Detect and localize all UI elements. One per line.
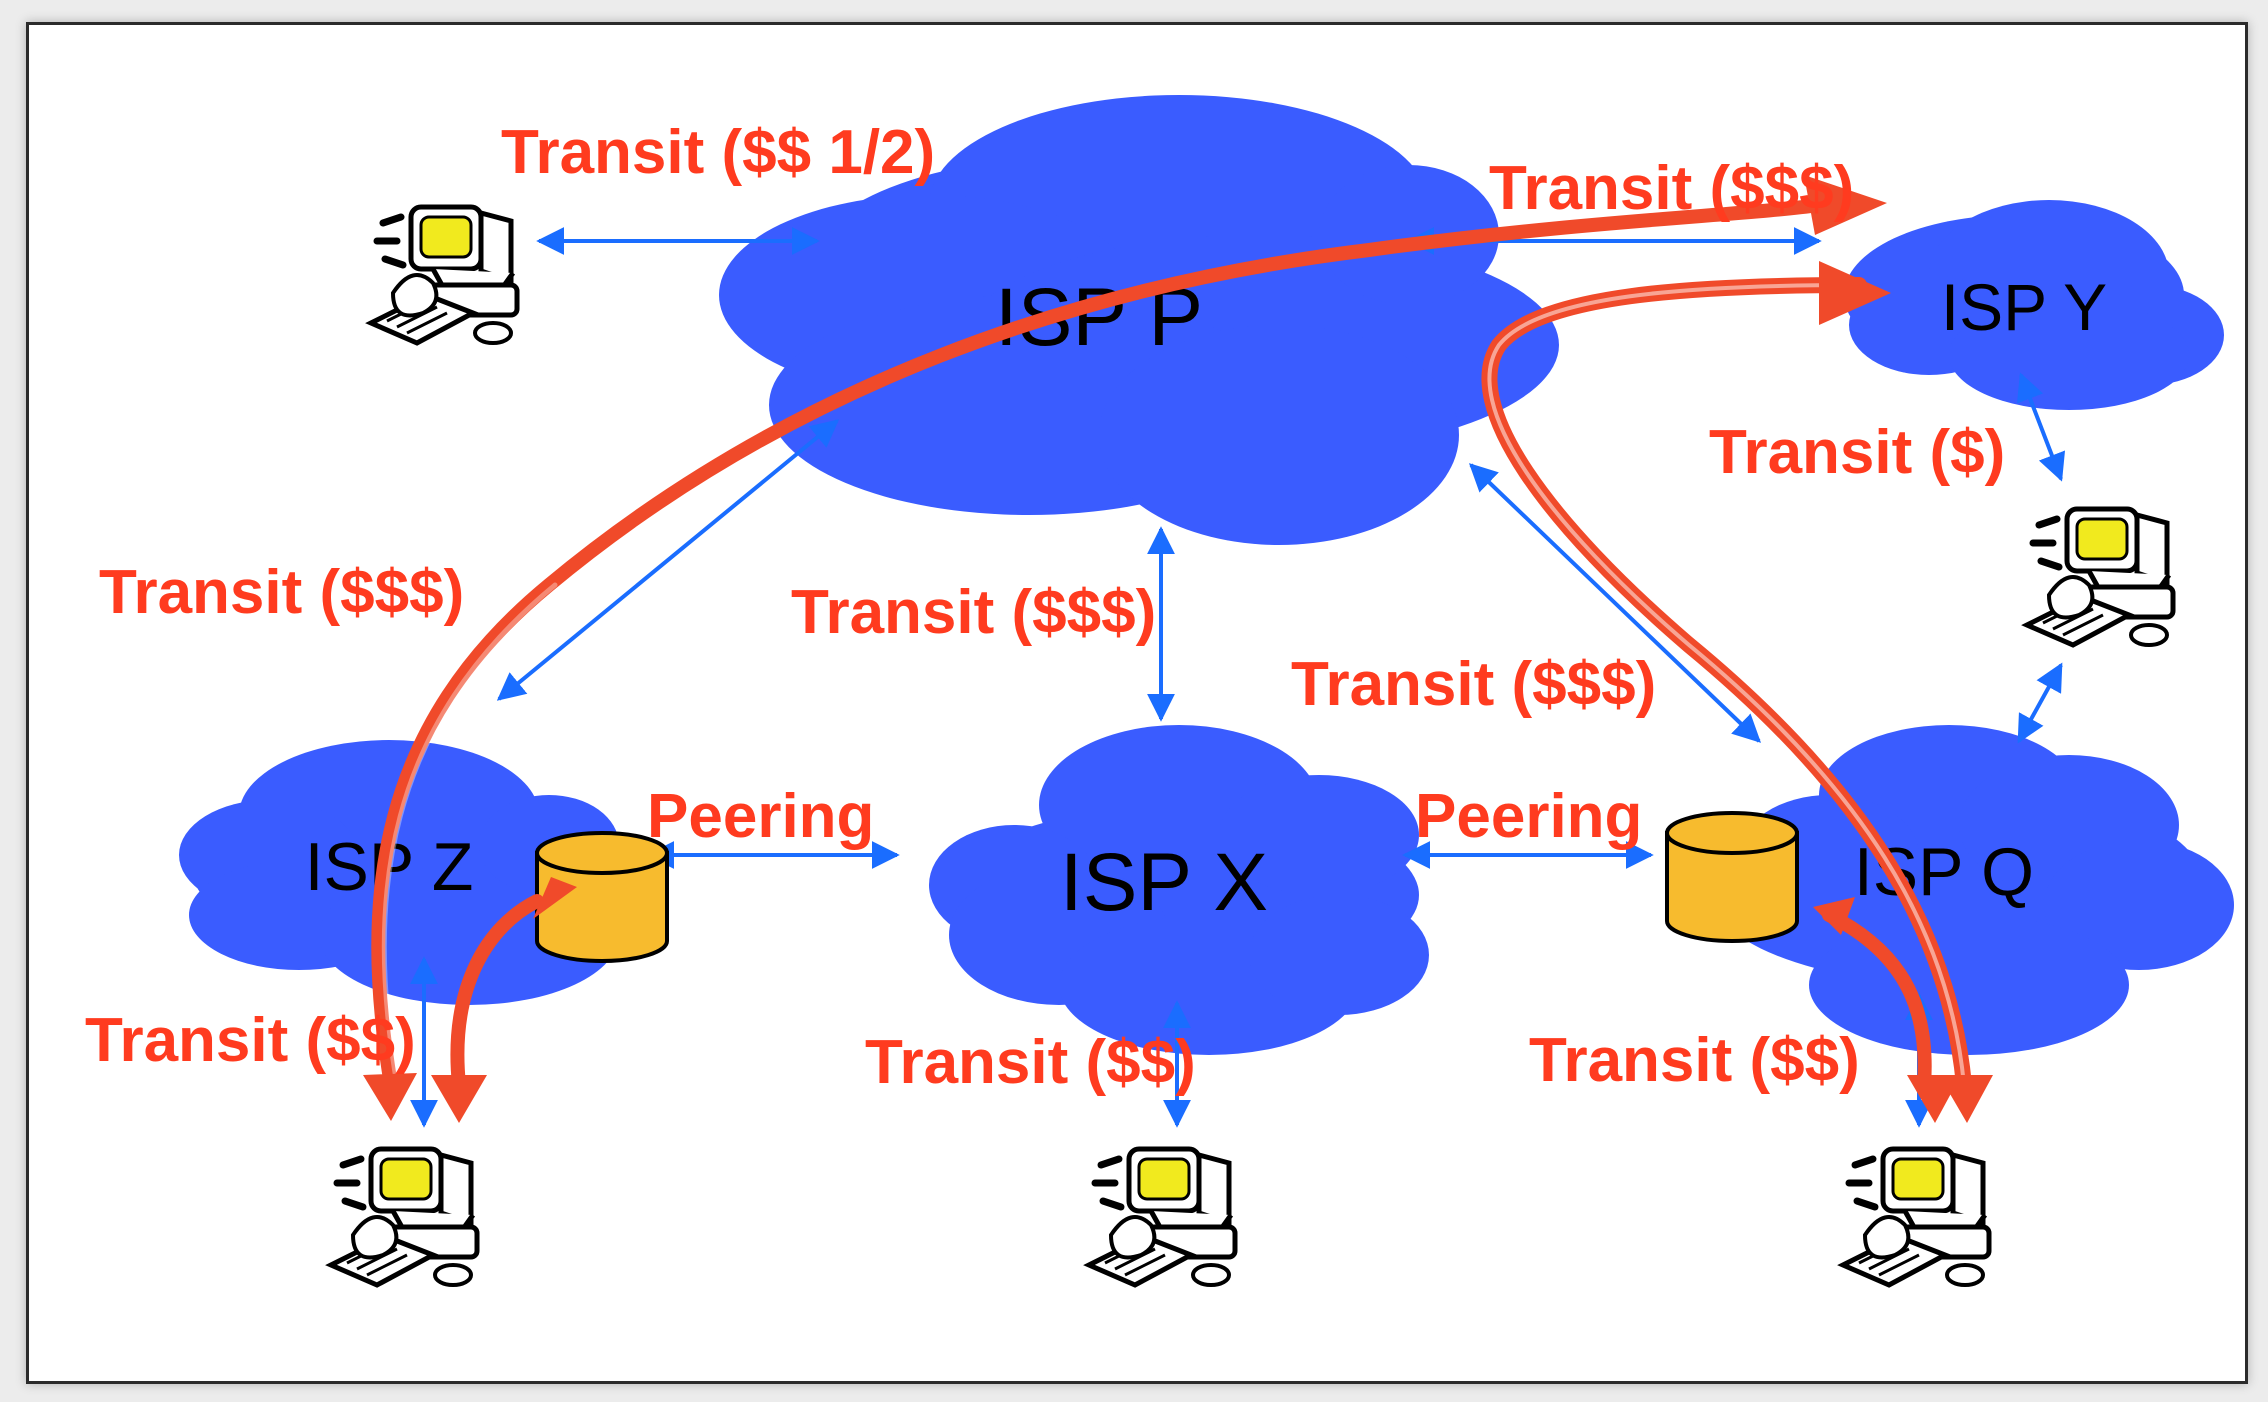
label-x-user: Transit ($$) [865,1028,1196,1097]
user-computer-icon-q [1843,1149,1989,1285]
user-computer-icon-right [2027,509,2173,645]
user-computer-icon-z [331,1149,477,1285]
label-p-y: Transit ($$$) [1489,154,1854,223]
label-q-user: Transit ($$) [1529,1026,1860,1095]
flow-cache-q [1822,908,1932,1092]
isp-x-cloud [929,725,1429,1055]
flow-cache-z [450,894,544,1092]
user-computer-icon-top-left [371,207,517,343]
isp-topology-diagram: ISP P ISP Y ISP Z ISP X ISP Q [85,95,2234,1381]
label-z-user: Transit ($$) [85,1006,416,1075]
cache-q-icon [1665,811,1799,943]
isp-x-label: ISP X [1060,837,1268,928]
link-z-p [496,419,840,701]
flow-z-to-y [371,198,1826,1092]
label-user1-p: Transit ($$ 1/2) [501,118,935,187]
traffic-arrowheads [363,175,1993,1123]
isp-y-label: ISP Y [1941,270,2107,344]
isp-y-cloud [1844,200,2224,410]
label-x-p: Transit ($$$) [791,578,1156,647]
label-x-q: Peering [1415,782,1642,851]
link-user2-q [2017,662,2063,744]
label-q-p: Transit ($$$) [1291,650,1656,719]
user-computer-icon-x [1089,1149,1235,1285]
label-z-x: Peering [647,782,874,851]
label-y-user2: Transit ($) [1709,418,2005,487]
label-z-p: Transit ($$$) [99,558,464,627]
link-q-p [1468,463,1762,743]
link-y-user2 [2016,372,2066,482]
traffic-flows [371,198,1972,1093]
diagram-frame: ISP P ISP Y ISP Z ISP X ISP Q [26,22,2248,1384]
